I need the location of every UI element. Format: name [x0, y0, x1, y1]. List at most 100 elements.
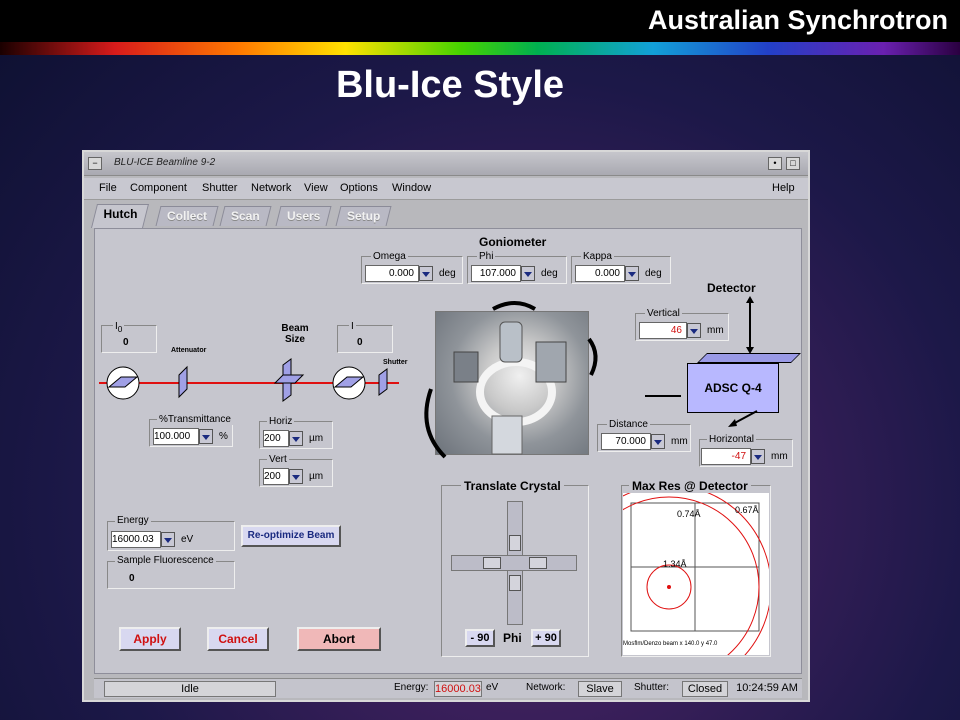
menu-file[interactable]: File — [99, 182, 117, 194]
distance-dropdown[interactable] — [651, 434, 665, 449]
reoptimize-beam-button[interactable]: Re-optimize Beam — [241, 525, 341, 547]
vertical-unit: mm — [707, 325, 724, 336]
tab-setup[interactable]: Setup — [335, 206, 392, 226]
menu-shutter[interactable]: Shutter — [202, 182, 238, 194]
max-res-r3: 1.34Å — [663, 559, 687, 569]
i-label: I — [349, 321, 356, 332]
max-res-r2: 0.67Å — [735, 505, 759, 515]
menu-component[interactable]: Component — [130, 182, 187, 194]
vert-dropdown[interactable] — [289, 469, 303, 484]
vert-input[interactable]: 200 — [263, 468, 289, 485]
minimize-icon[interactable]: • — [768, 157, 782, 170]
shutter-label: Shutter — [383, 359, 408, 366]
horiz-unit: µm — [309, 433, 324, 444]
horiz-input[interactable]: 200 — [263, 430, 289, 447]
kappa-input[interactable]: 0.000 — [575, 265, 625, 282]
i0-subscript: 0 — [117, 324, 123, 334]
phi-plus-90-button[interactable]: + 90 — [531, 629, 561, 647]
menu-help[interactable]: Help — [772, 182, 795, 194]
kappa-label: Kappa — [581, 251, 614, 262]
kappa-group — [571, 256, 671, 284]
status-time: 10:24:59 AM — [736, 682, 798, 694]
translate-up-handle[interactable] — [509, 535, 521, 551]
window-menu-icon[interactable]: − — [88, 157, 102, 170]
i0-letter: I — [115, 321, 118, 332]
maximize-icon[interactable]: □ — [786, 157, 800, 170]
horizontal-arrow-icon — [728, 410, 758, 427]
abort-button[interactable]: Abort — [297, 627, 381, 651]
horiz-label: Horiz — [267, 416, 295, 427]
rainbow-stripe — [0, 42, 960, 55]
phi-unit: deg — [541, 268, 558, 279]
beamline-schematic — [99, 358, 399, 402]
distance-input[interactable]: 70.000 — [601, 433, 651, 450]
status-network-label: Network: — [526, 682, 566, 693]
menu-bar: File Component Shutter Network View Opti… — [84, 178, 808, 200]
transmittance-input[interactable]: 100.000 — [153, 428, 199, 445]
omega-input[interactable]: 0.000 — [365, 265, 419, 282]
tab-users-label: Users — [287, 209, 321, 223]
goniometer-photo-art — [453, 321, 567, 455]
status-energy-unit: eV — [486, 682, 499, 693]
menu-window[interactable]: Window — [392, 182, 432, 194]
status-bar: Idle Energy: 16000.03 eV Network: Slave … — [94, 678, 802, 698]
translate-left-handle[interactable] — [483, 557, 501, 569]
detector-box: ADSC Q-4 — [687, 353, 801, 413]
kappa-dropdown[interactable] — [625, 266, 639, 281]
phi-minus-90-button[interactable]: - 90 — [465, 629, 495, 647]
detector-title: Detector — [707, 281, 756, 295]
vertical-dropdown[interactable] — [687, 323, 701, 338]
status-shutter-value: Closed — [682, 681, 728, 697]
apply-button[interactable]: Apply — [119, 627, 181, 651]
tab-collect[interactable]: Collect — [155, 206, 219, 226]
window-title: BLU-ICE Beamline 9-2 — [114, 157, 216, 168]
tab-scan[interactable]: Scan — [219, 206, 272, 226]
kappa-unit: deg — [645, 268, 662, 279]
energy-unit: eV — [181, 534, 194, 545]
translate-horizontal-slider[interactable] — [451, 555, 577, 571]
translate-down-handle[interactable] — [509, 575, 521, 591]
energy-group — [107, 521, 235, 551]
phi-label: Phi — [477, 251, 496, 262]
distance-unit: mm — [671, 436, 688, 447]
horiz-dropdown[interactable] — [289, 431, 303, 446]
cancel-button[interactable]: Cancel — [207, 627, 269, 651]
horizontal-input[interactable]: -47 — [701, 448, 751, 465]
transmittance-dropdown[interactable] — [199, 429, 213, 444]
phi-dropdown[interactable] — [521, 266, 535, 281]
vert-label: Vert — [267, 454, 289, 465]
beam-size-label: Beam Size — [281, 323, 309, 345]
vertical-input[interactable]: 46 — [639, 322, 687, 339]
goniometer-title: Goniometer — [479, 235, 547, 249]
menu-view[interactable]: View — [304, 182, 328, 194]
phi-label-translate: Phi — [503, 631, 522, 645]
brand-label: Australian Synchrotron — [647, 5, 948, 35]
omega-dropdown[interactable] — [419, 266, 433, 281]
max-res-plot — [623, 493, 769, 655]
vertical-label: Vertical — [645, 308, 682, 319]
energy-input[interactable]: 16000.03 — [111, 531, 161, 548]
fluorescence-value: 0 — [129, 573, 135, 584]
translate-right-handle[interactable] — [529, 557, 547, 569]
detector-box-top — [697, 353, 801, 363]
status-energy-label: Energy: — [394, 682, 429, 693]
status-shutter-label: Shutter: — [634, 682, 670, 693]
distance-arrow-icon — [645, 395, 681, 397]
window-titlebar[interactable]: BLU-ICE Beamline 9-2 − • □ — [84, 152, 808, 176]
horizontal-dropdown[interactable] — [751, 449, 765, 464]
menu-options[interactable]: Options — [340, 182, 378, 194]
hutch-panel: Goniometer Omega 0.000 deg Phi 107.000 d… — [94, 228, 802, 674]
energy-dropdown[interactable] — [161, 532, 175, 547]
tab-hutch[interactable]: Hutch — [91, 204, 149, 228]
translate-title: Translate Crystal — [461, 479, 564, 493]
tab-scan-label: Scan — [231, 209, 260, 223]
status-state: Idle — [104, 681, 276, 697]
menu-network[interactable]: Network — [251, 182, 292, 194]
max-res-r1: 0.74Å — [677, 509, 701, 519]
slide-header-bar: Australian Synchrotron — [0, 0, 960, 42]
detector-name: ADSC Q-4 — [687, 363, 779, 413]
tab-users[interactable]: Users — [275, 206, 332, 226]
fluorescence-label: Sample Fluorescence — [115, 555, 216, 566]
phi-input[interactable]: 107.000 — [471, 265, 521, 282]
max-res-footer: Mosflm/Denzo beam x 140.0 y 47.0 — [623, 641, 718, 647]
